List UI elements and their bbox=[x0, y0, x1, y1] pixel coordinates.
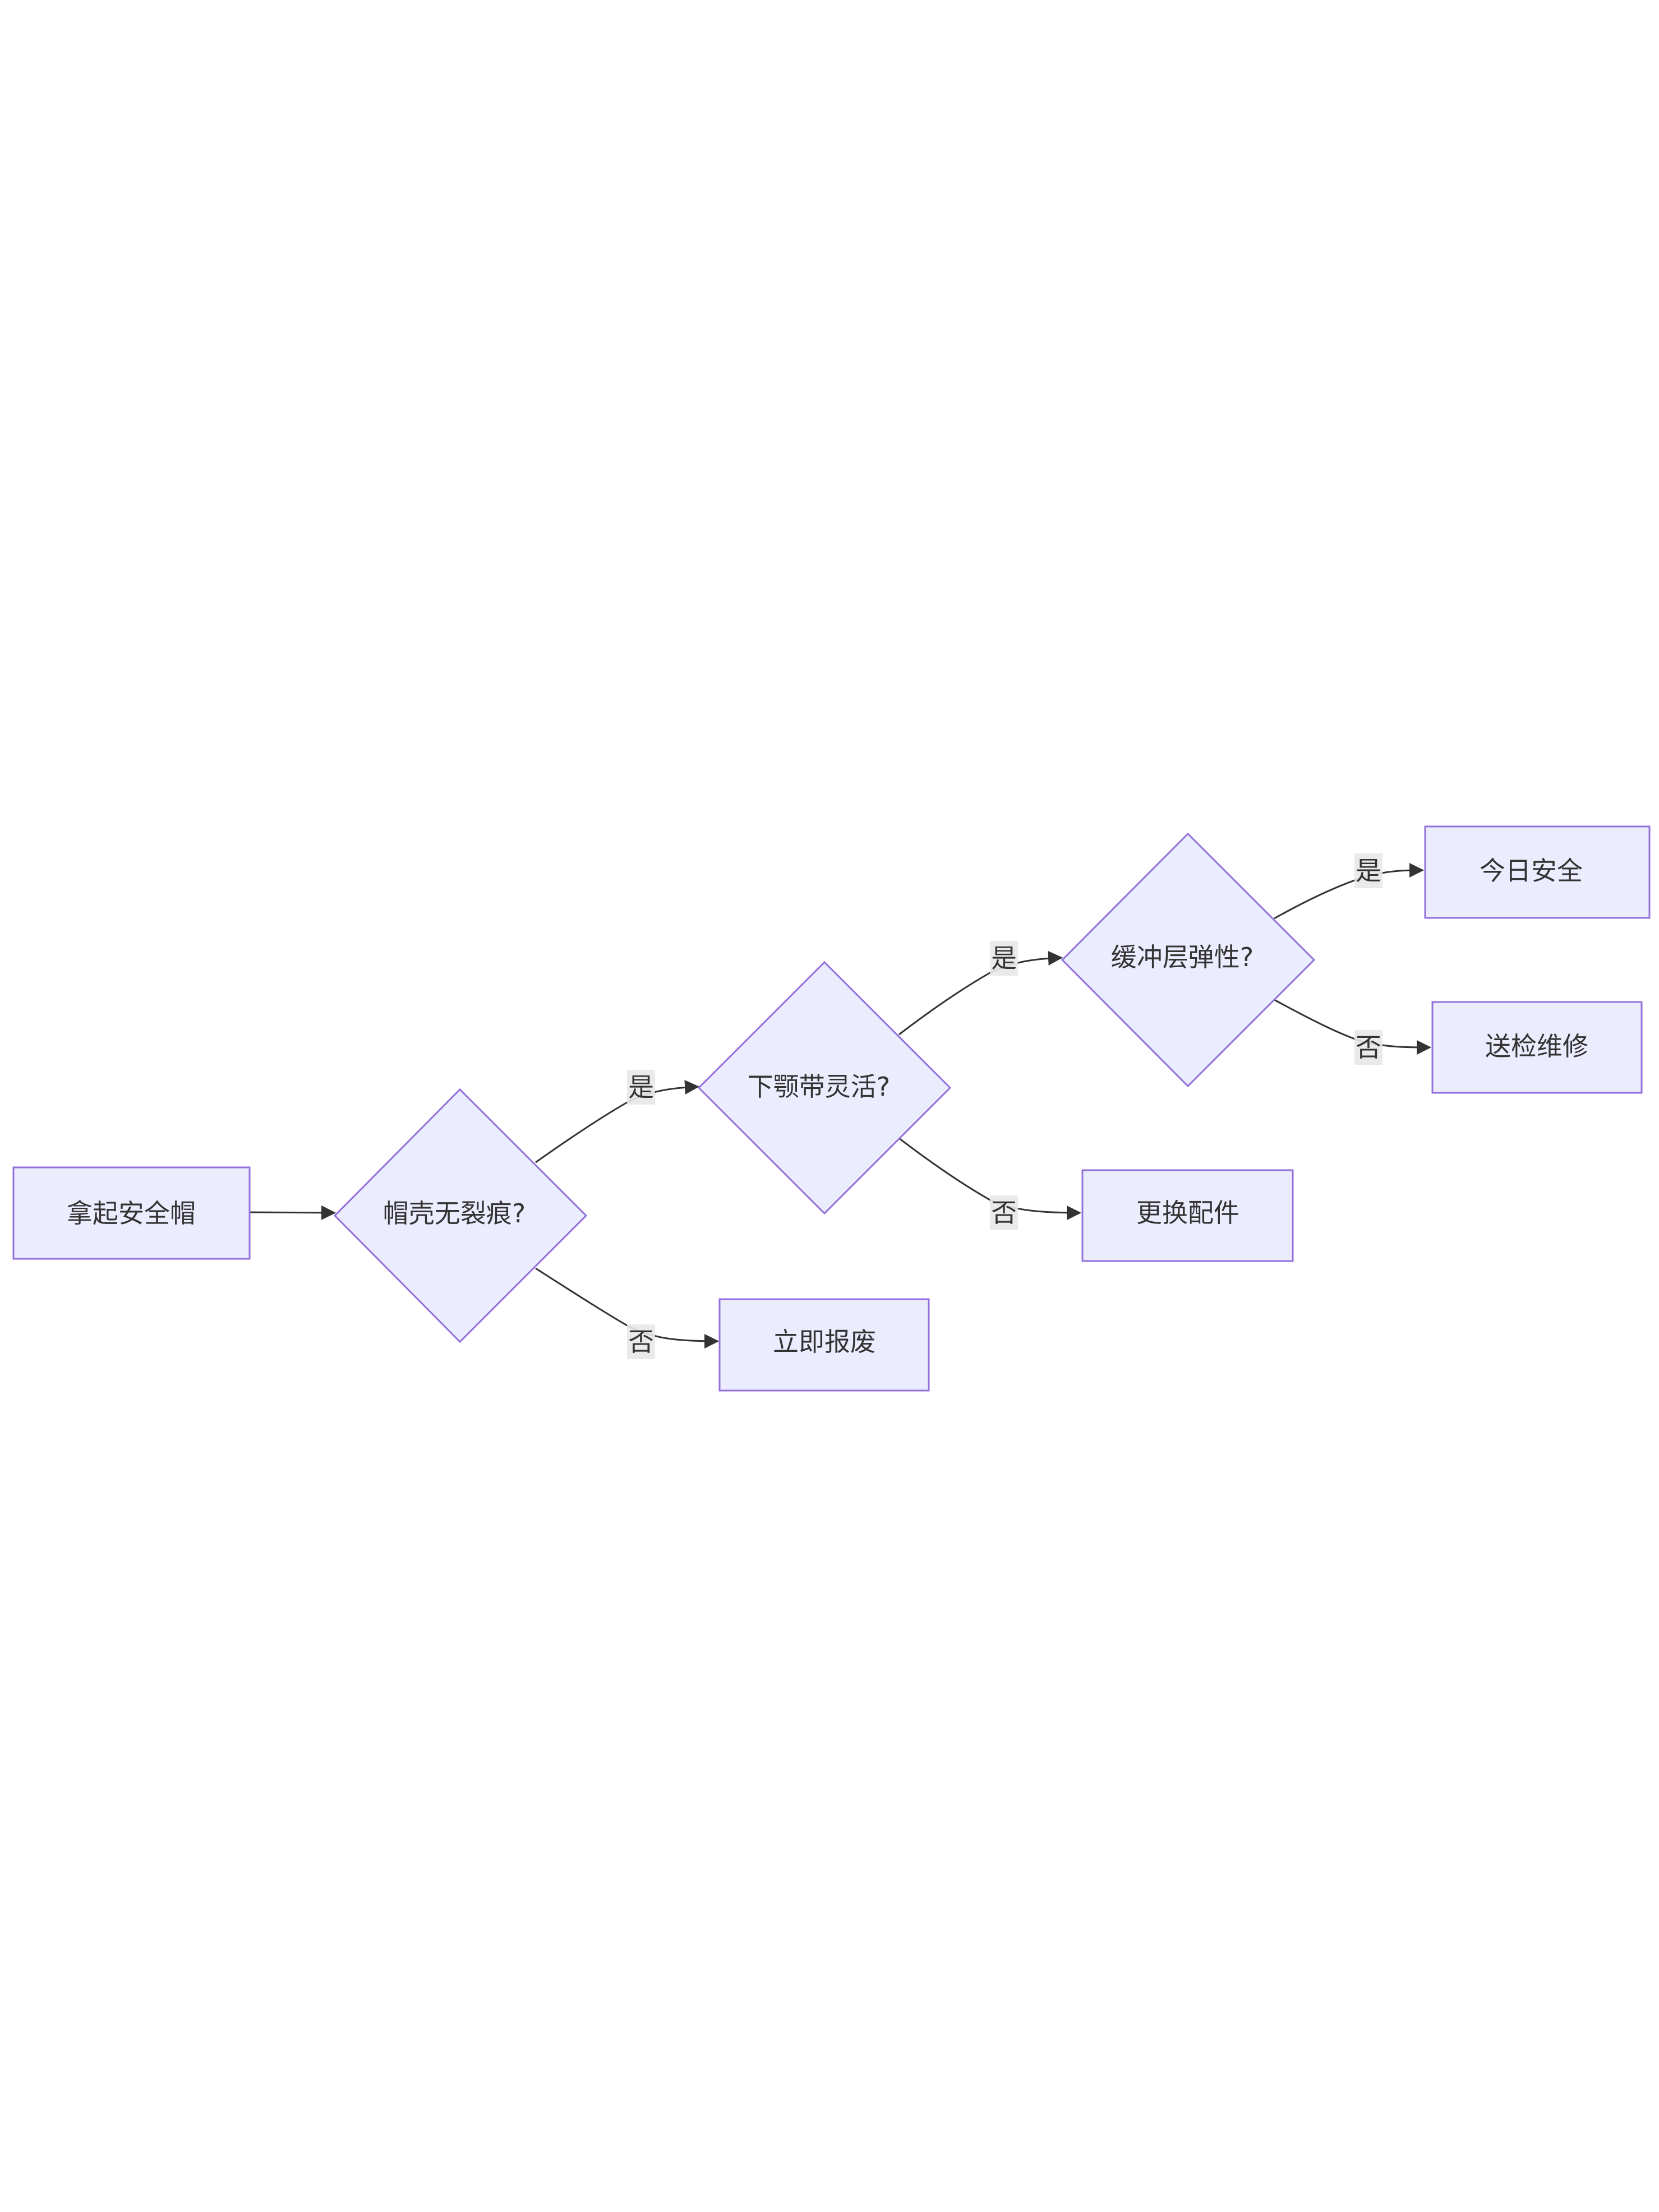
node-send-repair-label: 送检维修 bbox=[1485, 1031, 1588, 1061]
node-replace-parts[interactable]: 更换配件 bbox=[1081, 1169, 1294, 1262]
svg-text:是: 是 bbox=[1356, 856, 1381, 886]
node-shell-check[interactable]: 帽壳无裂痕? bbox=[333, 1088, 588, 1343]
node-scrap-label: 立即报废 bbox=[773, 1327, 876, 1357]
svg-text:否: 否 bbox=[628, 1327, 654, 1357]
node-start[interactable]: 拿起安全帽 bbox=[12, 1166, 251, 1260]
node-strap-check[interactable]: 下颚带灵活? bbox=[697, 960, 952, 1215]
edge-label-strap-no: 否 bbox=[990, 1195, 1018, 1230]
edge-label-shell-no: 否 bbox=[627, 1324, 655, 1359]
node-start-label: 拿起安全帽 bbox=[67, 1198, 196, 1229]
nodes: 拿起安全帽 帽壳无裂痕? 立即报废 下颚带灵活? 更换配件 缓冲层弹性? bbox=[12, 825, 1651, 1392]
edge-label-shell-yes: 是 bbox=[627, 1070, 655, 1105]
edge-label-buffer-no: 否 bbox=[1354, 1030, 1382, 1065]
node-scrap[interactable]: 立即报废 bbox=[718, 1298, 930, 1392]
edge-label-buffer-yes: 是 bbox=[1354, 853, 1382, 888]
svg-text:否: 否 bbox=[991, 1198, 1017, 1228]
node-safe-today[interactable]: 今日安全 bbox=[1424, 825, 1651, 919]
node-buffer-check[interactable]: 缓冲层弹性? bbox=[1061, 832, 1316, 1088]
svg-text:是: 是 bbox=[628, 1072, 654, 1102]
node-replace-parts-label: 更换配件 bbox=[1136, 1198, 1239, 1228]
node-safe-today-label: 今日安全 bbox=[1480, 856, 1583, 886]
node-strap-check-label: 下颚带灵活? bbox=[748, 1072, 890, 1102]
node-shell-check-label: 帽壳无裂痕? bbox=[383, 1198, 526, 1229]
edge-buffer-no bbox=[1274, 999, 1431, 1055]
edge-strap-yes bbox=[898, 950, 1063, 1036]
edge-strap-no bbox=[898, 1137, 1081, 1220]
node-buffer-check-label: 缓冲层弹性? bbox=[1111, 942, 1254, 972]
edge-start-to-shell-check bbox=[249, 1205, 336, 1220]
edge-buffer-yes bbox=[1274, 863, 1424, 920]
svg-text:是: 是 bbox=[991, 943, 1017, 973]
node-send-repair[interactable]: 送检维修 bbox=[1431, 1001, 1643, 1094]
edge-shell-no bbox=[535, 1267, 719, 1349]
edge-labels: 是 否 是 否 是 否 bbox=[627, 853, 1382, 1359]
svg-text:否: 否 bbox=[1356, 1032, 1381, 1063]
edge-label-strap-yes: 是 bbox=[990, 941, 1018, 976]
edge-shell-yes bbox=[535, 1080, 699, 1163]
